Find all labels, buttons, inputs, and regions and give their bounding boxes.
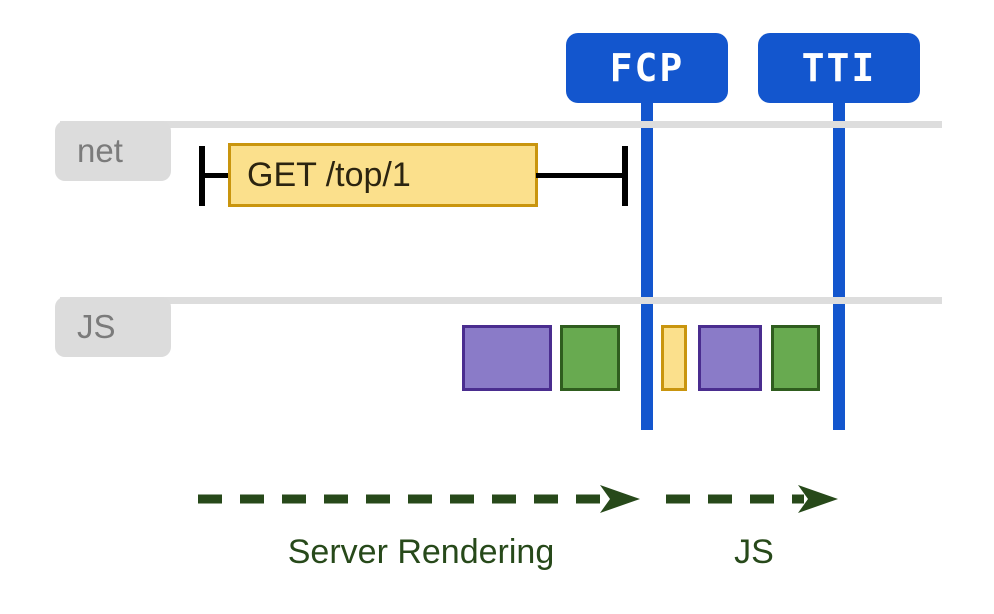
request-start-line [203,173,231,178]
server-rendering-arrow [196,483,646,515]
js-task-block[interactable] [698,325,762,391]
net-lane-label: net [77,132,123,169]
request-start-tick [199,146,205,206]
server-rendering-caption-text: Server Rendering [287,533,555,571]
js-lane-label: JS [77,308,116,345]
tti-marker-line [833,90,845,430]
fcp-marker-line [641,90,653,430]
request-end-tick [622,146,628,206]
tti-marker-badge[interactable]: TTI [758,33,920,103]
net-lane-pill: net [55,121,171,181]
js-phase-arrow [664,483,844,515]
js-task-block[interactable] [771,325,820,391]
tti-marker-label: TTI [801,46,877,90]
fcp-marker-label: FCP [609,46,685,90]
js-phase-caption-text: JS [734,533,774,571]
net-lane-rule [60,121,942,128]
js-lane-rule [60,297,942,304]
js-lane-pill: JS [55,297,171,357]
js-task-block[interactable] [462,325,552,391]
js-phase-caption: JS [664,533,844,572]
fcp-marker-badge[interactable]: FCP [566,33,728,103]
network-request-label: GET /top/1 [247,155,411,194]
network-request-bar[interactable]: GET /top/1 [228,143,538,207]
server-rendering-caption: Server Rendering [196,533,646,572]
request-end-line [536,173,626,178]
js-task-block[interactable] [661,325,687,391]
js-task-block[interactable] [560,325,620,391]
